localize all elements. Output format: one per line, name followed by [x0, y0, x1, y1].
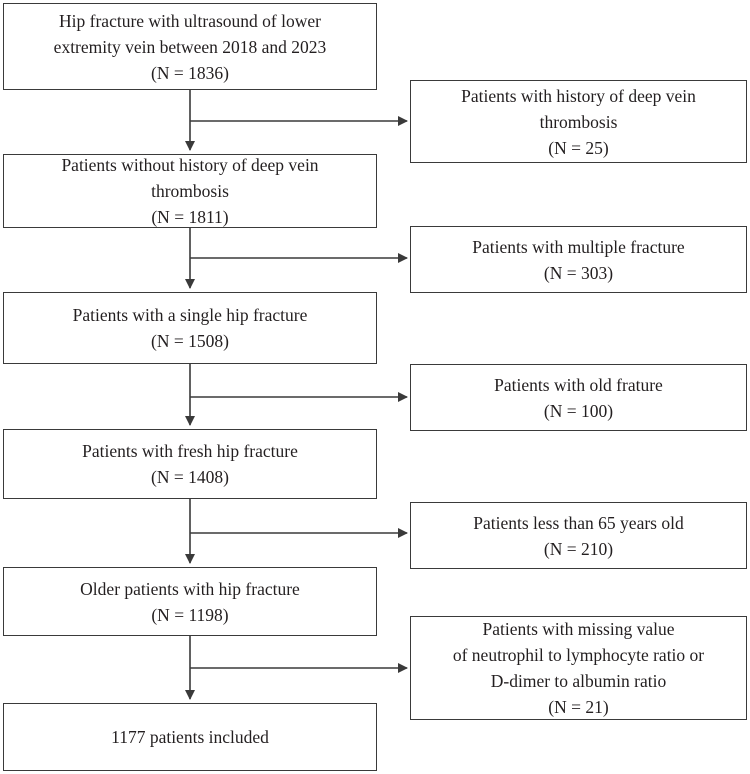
exclusion-5-line-2: of neutrophil to lymphocyte ratio or [452, 645, 705, 665]
final-included-label: 1177 patients included [111, 727, 269, 747]
main-step-5: Older patients with hip fracture (N = 11… [3, 567, 377, 636]
exclusion-1-line-2: thrombosis [539, 111, 618, 132]
main-step-3: Patients with a single hip fracture (N =… [3, 292, 377, 364]
exclusion-5-count: (N = 21) [548, 697, 609, 717]
exclusion-4-line-1: Patients less than 65 years old [473, 512, 684, 533]
exclusion-1: Patients with history of deep vein throm… [410, 80, 747, 163]
main-step-2-count: (N = 1811) [151, 207, 229, 227]
exclusion-1-line-1: Patients with history of deep vein [461, 85, 696, 106]
main-step-1-line-2: extremity vein between 2018 and 2023 [53, 36, 327, 57]
exclusion-3-line-1: Patients with old frature [494, 374, 663, 395]
main-step-2: Patients without history of deep vein th… [3, 154, 377, 228]
exclusion-3: Patients with old frature (N = 100) [410, 364, 747, 431]
exclusion-5-line-1: Patients with missing value [482, 619, 675, 639]
exclusion-5-line-3: D-dimer to albumin ratio [490, 671, 667, 691]
main-step-5-count: (N = 1198) [151, 604, 229, 625]
exclusion-4: Patients less than 65 years old (N = 210… [410, 502, 747, 569]
main-step-3-count: (N = 1508) [151, 331, 229, 351]
main-step-1-line-1: Hip fracture with ultrasound of lower [59, 10, 321, 31]
main-step-2-line-1: Patients without history of deep vein [61, 155, 319, 175]
exclusion-4-count: (N = 210) [543, 538, 614, 559]
final-included-box: 1177 patients included [3, 703, 377, 771]
main-step-5-line-1: Older patients with hip fracture [80, 578, 300, 599]
exclusion-2-line-1: Patients with multiple fracture [472, 236, 685, 257]
exclusion-5: Patients with missing value of neutrophi… [410, 616, 747, 720]
main-step-4-line-1: Patients with fresh hip fracture [82, 441, 298, 461]
exclusion-2: Patients with multiple fracture (N = 303… [410, 226, 747, 293]
main-step-1-count: (N = 1836) [151, 62, 229, 83]
exclusion-3-count: (N = 100) [543, 400, 614, 421]
main-step-4: Patients with fresh hip fracture (N = 14… [3, 429, 377, 499]
main-step-2-line-2: thrombosis [151, 181, 229, 201]
main-step-1: Hip fracture with ultrasound of lower ex… [3, 3, 377, 90]
exclusion-2-count: (N = 303) [543, 262, 614, 283]
exclusion-1-count: (N = 25) [548, 137, 609, 158]
main-step-3-line-1: Patients with a single hip fracture [72, 305, 308, 325]
main-step-4-count: (N = 1408) [151, 467, 229, 487]
